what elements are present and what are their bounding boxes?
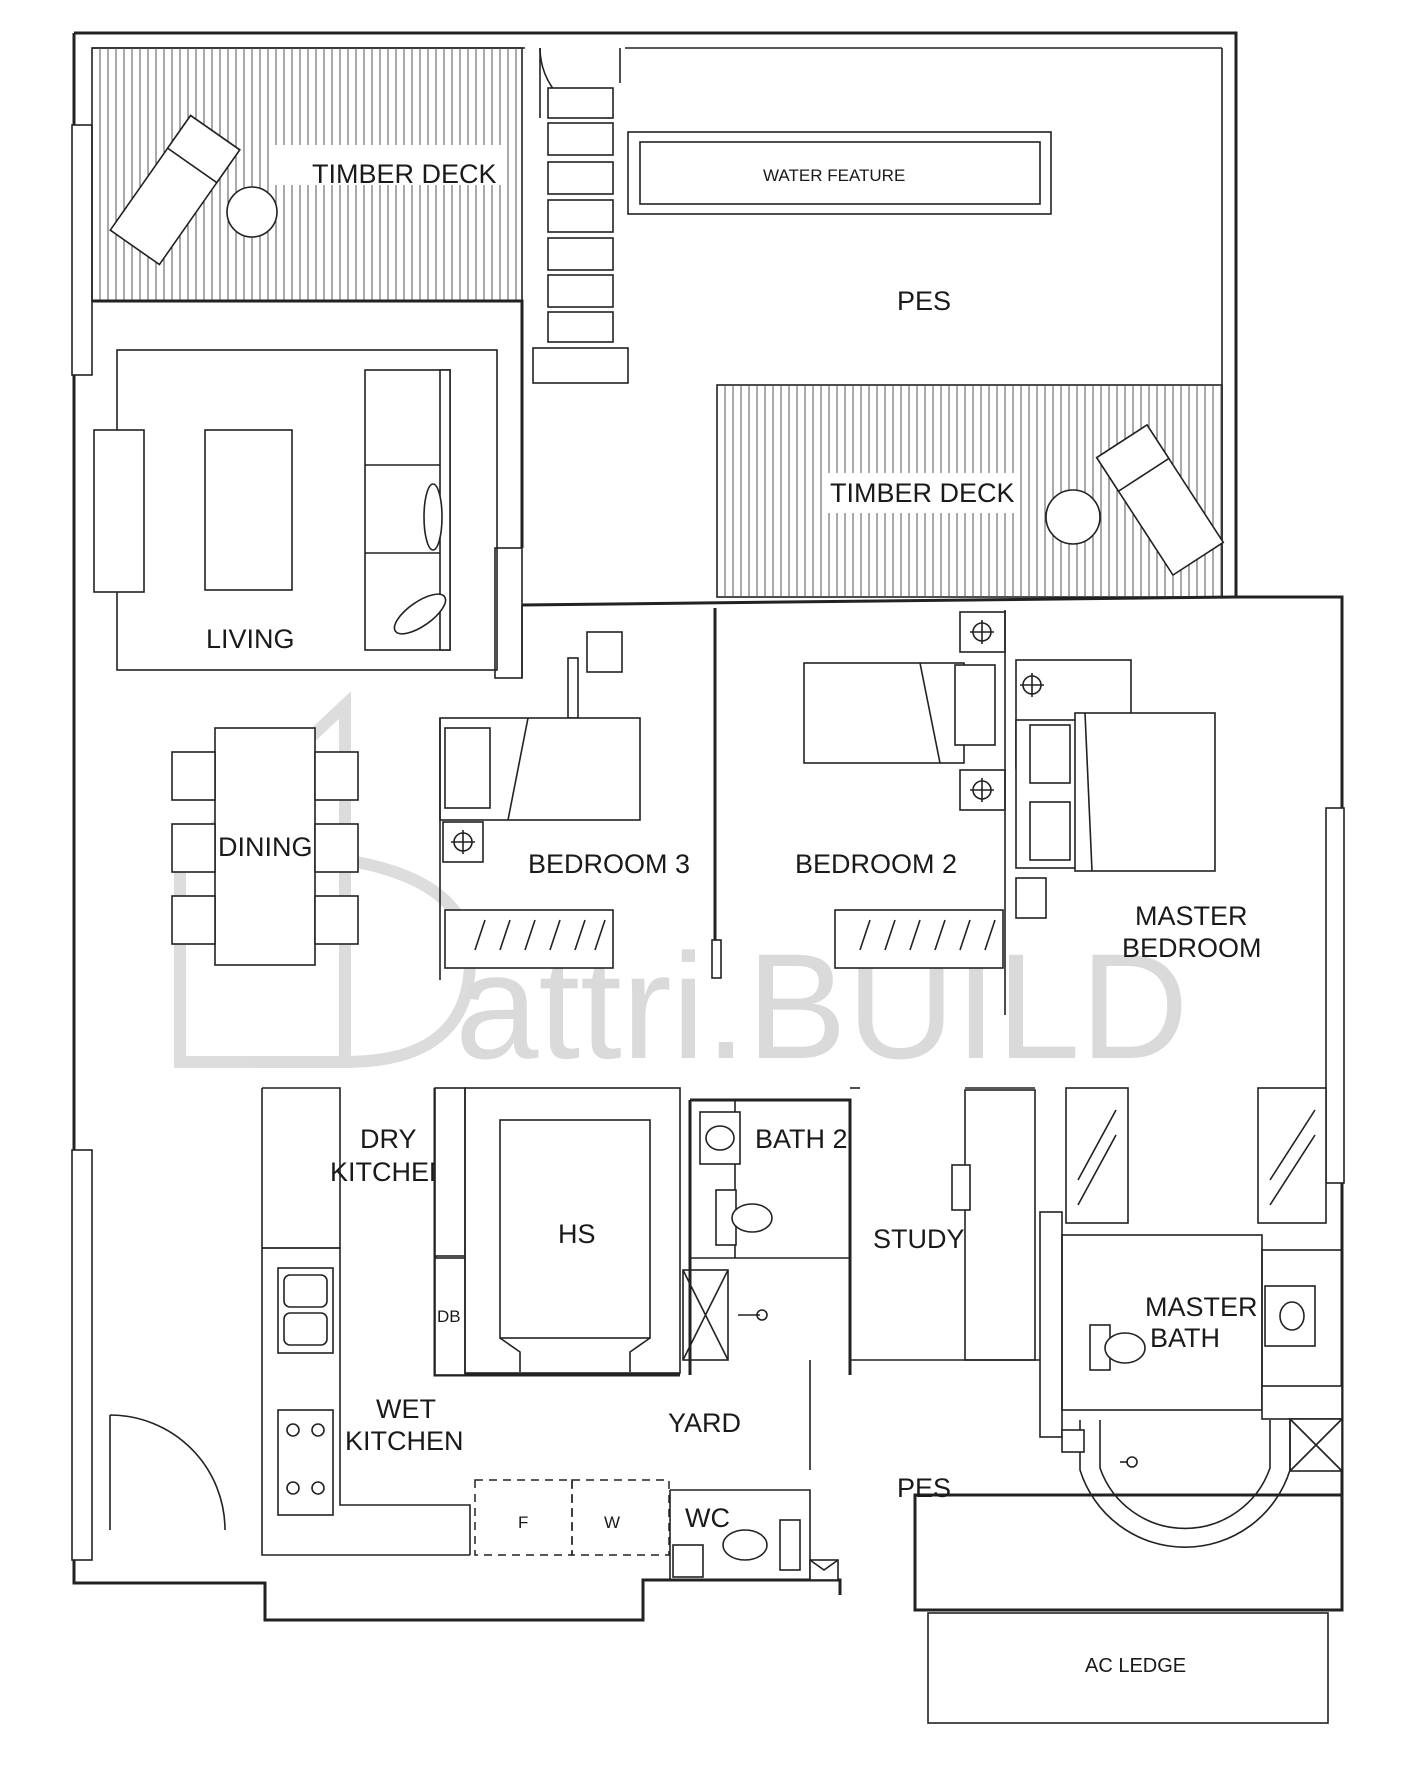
master-bath-label-1: MASTER [1145,1292,1258,1322]
tv-console [93,429,145,593]
master-bed [1074,712,1216,872]
bedroom-3: BEDROOM 3 [439,595,1237,980]
steps [532,47,629,384]
living-room: LIVING [92,299,524,679]
window-left-lower [71,1149,93,1561]
washer-label: W [604,1513,620,1532]
wet-kitchen-label-2: KITCHEN [345,1426,464,1456]
bed-2-pillow [954,664,996,746]
wc: WC [669,1489,839,1581]
kitchen-hob [277,1409,334,1516]
wardrobe-2 [834,909,1004,969]
living-label: LIVING [206,624,295,654]
coffee-table [204,429,293,591]
side-table-2 [1045,489,1101,545]
pes-bottom-label: PES [897,1473,951,1503]
outer-walls [71,31,1345,1622]
ac-ledge-label: AC LEDGE [1085,1655,1186,1677]
fridge-space [474,1479,573,1556]
master-bedroom-label-1: MASTER [1135,901,1248,931]
sofa [364,369,451,651]
wardrobe-3 [444,909,614,969]
study-label: STUDY [873,1224,965,1254]
dry-kitchen-label-1: DRY [360,1124,417,1154]
window-left-upper [71,124,93,376]
pes-top-label: PES [897,286,951,316]
bedroom-2: BEDROOM 2 [795,610,1006,1015]
entrance-door [109,1414,226,1531]
toilet-master-bath [1104,1332,1146,1364]
basin-master-bath [1264,1285,1316,1347]
dining-table [214,727,316,966]
yard-label: YARD [668,1408,741,1438]
master-bedroom: MASTER BEDROOM [1015,659,1262,963]
bed-2 [803,662,965,764]
toilet-bath-2 [731,1203,773,1233]
master-bath: MASTER BATH [1039,1087,1343,1549]
timber-deck-2: TIMBER DECK [716,384,1225,598]
master-bedroom-label-2: BEDROOM [1122,933,1262,963]
dining-area: DINING [171,727,359,966]
sun-lounger-1 [109,114,241,266]
bedroom-3-lamp [586,631,623,673]
bedroom-3-light [442,821,484,863]
water-feature-label: WATER FEATURE [763,166,905,185]
study-desk [964,1089,1036,1361]
wardrobe-master-1 [1065,1087,1129,1224]
basin-wc [672,1544,704,1578]
bedroom-2-label: BEDROOM 2 [795,849,957,879]
master-bath-shower-arc [1079,1420,1291,1549]
yard: F W YARD [474,1360,811,1556]
master-bath-label-2: BATH [1150,1323,1220,1353]
timber-deck-1: TIMBER DECK [91,47,523,302]
dining-label: DINING [218,832,313,862]
bath-2: BATH 2 [682,1098,852,1375]
window-right [1325,807,1345,1184]
ac-ledge: AC LEDGE [927,1612,1329,1724]
fridge-label: F [518,1513,528,1532]
wet-kitchen: WET KITCHEN [109,1247,471,1556]
wardrobe-master-2 [1257,1087,1327,1224]
master-bath-door [1039,1211,1063,1438]
household-shelter: DB HS [433,1087,681,1377]
toilet-wc [722,1529,768,1561]
side-table-1 [226,186,278,238]
study: STUDY [850,1087,1040,1361]
wet-kitchen-label-1: WET [376,1394,436,1424]
bedroom-3-label: BEDROOM 3 [528,849,690,879]
water-feature: WATER FEATURE [627,131,1052,215]
dry-kitchen: DRY KITCHEN [261,1087,449,1249]
kitchen-sink [277,1267,334,1354]
wc-label: WC [685,1503,730,1533]
shower-bath-2 [682,1269,729,1361]
timber-deck-1-label: TIMBER DECK [312,159,497,189]
bed-3-pillow [444,727,491,809]
timber-deck-2-label: TIMBER DECK [830,478,1015,508]
bath-2-label: BATH 2 [755,1124,848,1154]
dry-kitchen-label-2: KITCHEN [330,1157,449,1187]
hs-label: HS [558,1219,596,1249]
living-door-panel [494,547,523,679]
sun-lounger-2 [1095,423,1225,577]
washer-space [571,1479,670,1556]
db-label: DB [437,1307,461,1326]
